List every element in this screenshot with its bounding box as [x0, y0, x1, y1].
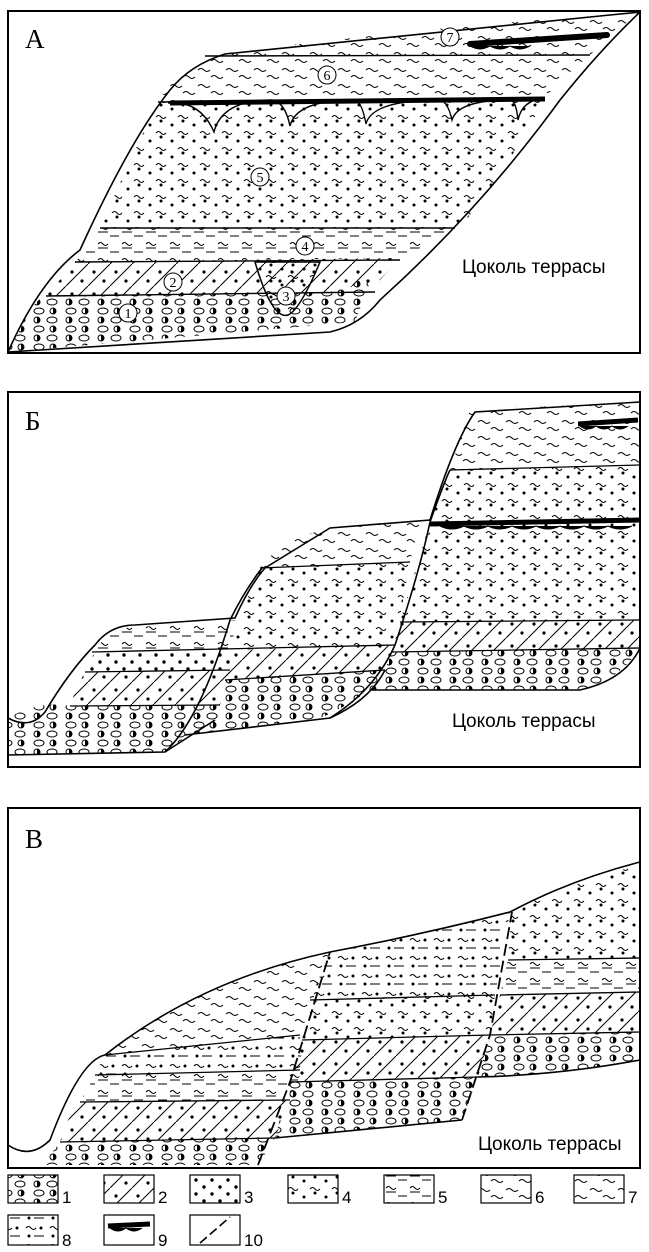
panel-a-caption: Цоколь террасы [462, 257, 605, 278]
v-mid-loam [302, 995, 495, 1040]
svg-text:6: 6 [535, 1188, 544, 1207]
legend-item-9: 9 [104, 1215, 167, 1250]
legend-item-10: 10 [190, 1215, 263, 1250]
legend-item-4: 4 [288, 1175, 351, 1207]
boundary-6-7 [205, 55, 590, 56]
b-mid-top [260, 522, 420, 568]
panel-b-letter: Б [25, 406, 41, 436]
legend-item-6: 6 [481, 1175, 544, 1207]
svg-text:1: 1 [62, 1188, 71, 1207]
v-mid-top [310, 912, 510, 1000]
svg-text:6: 6 [324, 69, 331, 84]
layer-label-7: 7 [441, 28, 459, 46]
legend-item-8: 8 [8, 1215, 71, 1250]
svg-text:9: 9 [158, 1231, 167, 1250]
legend-item-5: 5 [384, 1175, 447, 1207]
clay-loam-icon [574, 1175, 624, 1203]
pebbles-icon [8, 1175, 58, 1203]
v-right-loam [500, 958, 640, 995]
svg-text:4: 4 [342, 1188, 351, 1207]
svg-text:5: 5 [438, 1188, 447, 1207]
panel-v-caption: Цоколь террасы [478, 1134, 621, 1155]
b-high-cross-bedded [392, 620, 640, 652]
v-right-cross-bedded [490, 992, 640, 1035]
svg-text:8: 8 [62, 1231, 71, 1250]
layer-label-2: 2 [164, 273, 182, 291]
v-mid-cross-bedded [290, 1035, 490, 1082]
b-high-upper-loam [430, 465, 640, 522]
legend-item-1: 1 [8, 1175, 71, 1207]
clay-icon [481, 1175, 531, 1203]
panel-a-letter: А [25, 24, 45, 54]
v-right-top [508, 865, 640, 960]
svg-text:1: 1 [125, 307, 132, 322]
b-low-loam [95, 620, 235, 652]
svg-text:3: 3 [244, 1188, 253, 1207]
v-right-pebbles [478, 1032, 640, 1077]
b-low-pebbles [8, 705, 220, 756]
layer-6-clay [158, 55, 590, 102]
panel-v-letter: В [25, 824, 43, 854]
layer-5-loam [100, 97, 545, 228]
legend-item-3: 3 [190, 1175, 253, 1207]
layer-label-3: 3 [277, 287, 295, 305]
loam-icon [384, 1175, 434, 1203]
panel-b: Б Цоколь террасы [8, 392, 640, 767]
layer-label-1: 1 [119, 304, 137, 322]
layer-label-6: 6 [318, 66, 336, 84]
svg-text:7: 7 [628, 1188, 637, 1207]
svg-text:7: 7 [447, 31, 454, 46]
panel-b-caption: Цоколь террасы [452, 711, 595, 732]
layer-4-sandy-loam [75, 228, 460, 262]
panel-v: В Цоколь террасы [8, 808, 640, 1168]
sand-icon [190, 1175, 240, 1203]
sandy-loam-icon [288, 1175, 338, 1203]
legend: 1 2 3 4 5 6 7 8 [8, 1175, 637, 1250]
buried-soil-top-scallops [470, 46, 530, 49]
svg-text:4: 4 [302, 240, 309, 255]
legend-item-7: 7 [574, 1175, 637, 1207]
layer-label-4: 4 [296, 237, 314, 255]
b-buried-soil-top-scallops [580, 426, 628, 429]
b-low-sand [85, 650, 232, 672]
panel-a: А 1 2 3 4 5 6 7 Цоколь [8, 11, 640, 353]
svg-text:10: 10 [244, 1231, 263, 1250]
svg-text:2: 2 [158, 1188, 167, 1207]
cross-bedded-sand-icon [104, 1175, 154, 1203]
svg-text:3: 3 [283, 290, 290, 305]
b-high-loam [400, 518, 640, 622]
svg-text:2: 2 [170, 276, 177, 291]
layer-label-5: 5 [251, 168, 269, 186]
mixed-loam-icon [8, 1215, 58, 1245]
svg-text:5: 5 [257, 171, 264, 186]
legend-item-2: 2 [104, 1175, 167, 1207]
v-left-cross-bedded [60, 1100, 290, 1142]
